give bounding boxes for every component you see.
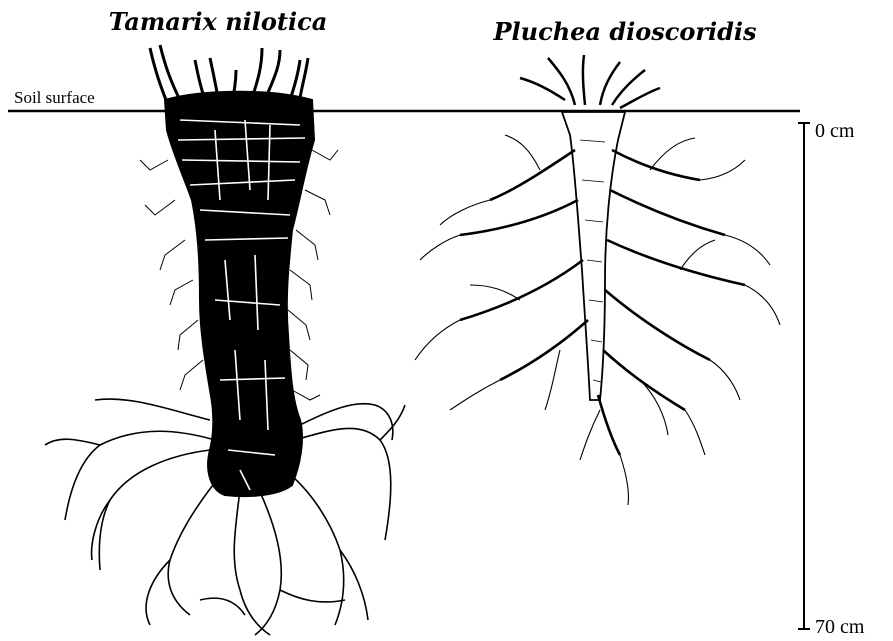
soil-surface-label: Soil surface [14,88,95,107]
scale-label-top: 0 cm [815,120,855,142]
depth-scale: 0 cm 70 cm [798,120,865,638]
tamarix-taproot [165,92,314,496]
pluchea-stems [520,55,660,108]
pluchea-root-illustration [415,55,780,505]
title-pluchea: Pluchea dioscoridis [492,17,757,46]
scale-label-bottom: 70 cm [815,616,865,638]
tamarix-root-illustration [45,45,405,635]
title-tamarix: Tamarix nilotica [109,7,328,36]
pluchea-taproot [562,112,625,400]
